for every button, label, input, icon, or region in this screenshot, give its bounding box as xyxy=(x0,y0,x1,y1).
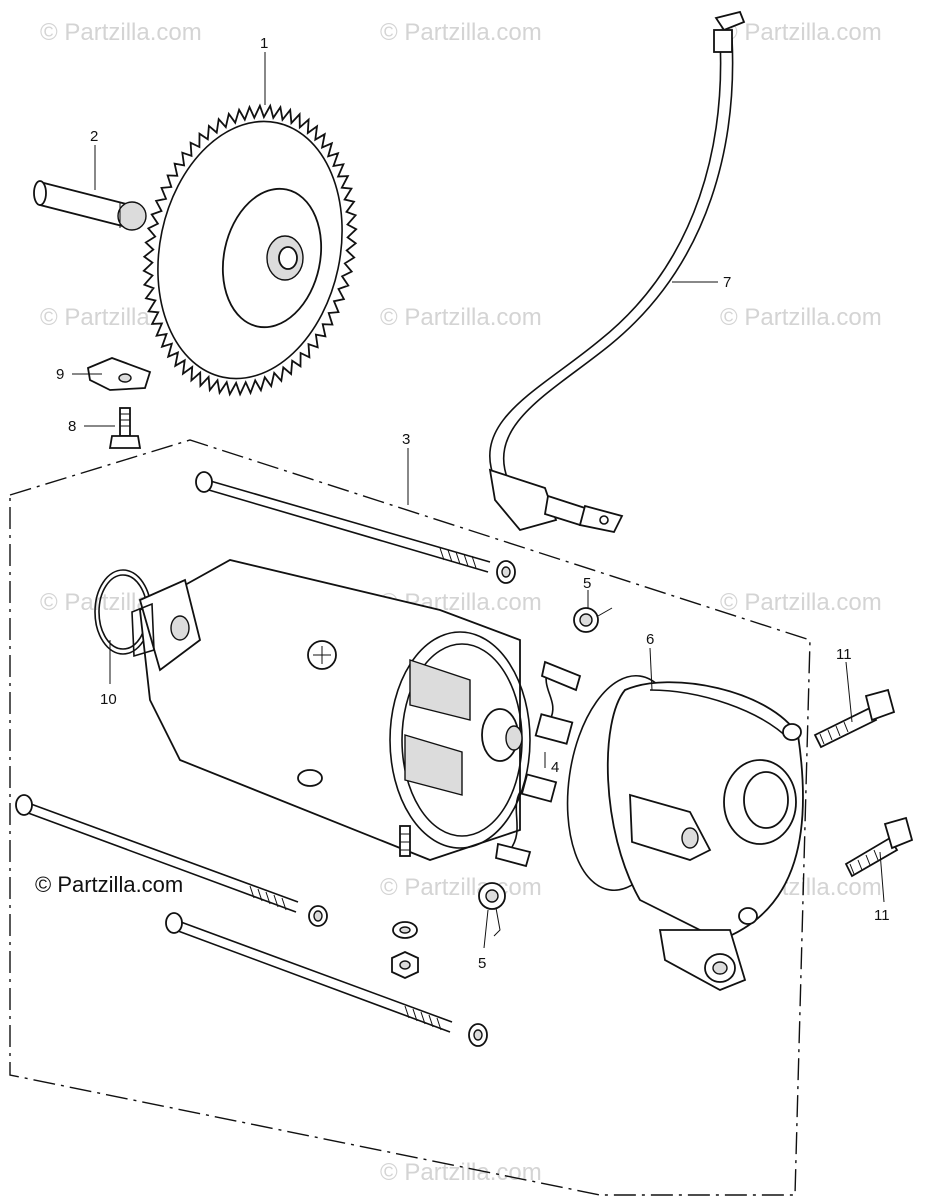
watermark: © Partzilla.com xyxy=(380,304,542,331)
assembly-boundary xyxy=(9,439,811,1196)
callout-5-lower: 5 xyxy=(478,955,486,972)
callout-5-upper: 5 xyxy=(583,575,591,592)
gear-shaft-part-2 xyxy=(33,180,147,231)
callout-6: 6 xyxy=(646,631,654,648)
watermark: © Partzilla.com xyxy=(380,19,542,46)
bolt-part-8 xyxy=(108,407,142,449)
callout-1: 1 xyxy=(260,35,268,52)
callout-2: 2 xyxy=(90,128,98,145)
callout-10: 10 xyxy=(100,691,117,708)
brush-set-part-4 xyxy=(494,660,582,868)
watermark: © Partzilla.com xyxy=(380,874,542,901)
starter-cable-part-7 xyxy=(488,10,746,534)
watermark: © Partzilla.com xyxy=(40,19,202,46)
copyright-label: © Partzilla.com xyxy=(35,872,183,897)
watermark: © Partzilla.com xyxy=(720,304,882,331)
watermark: © Partzilla.com xyxy=(720,589,882,616)
callout-3: 3 xyxy=(402,431,410,448)
starter-motor xyxy=(131,559,531,861)
callout-9: 9 xyxy=(56,366,64,383)
starter-gear-part-1 xyxy=(142,103,358,397)
watermark: © Partzilla.com xyxy=(720,19,882,46)
callout-labels: 1 2 3 4 5 5 6 7 8 9 10 11 11 xyxy=(56,35,890,972)
callout-11-upper: 11 xyxy=(836,646,852,663)
setting-plate-part-9 xyxy=(86,357,152,391)
flange-bolt-part-11 xyxy=(813,688,914,878)
callout-8: 8 xyxy=(68,418,76,435)
through-bolts-part-3 xyxy=(15,471,516,1047)
leader-lines xyxy=(72,52,885,949)
brush-spring-part-5 xyxy=(478,607,613,937)
callout-7: 7 xyxy=(723,274,731,291)
watermark: © Partzilla.com xyxy=(380,1159,542,1186)
callout-11-lower: 11 xyxy=(874,907,890,924)
front-cover-part-6 xyxy=(566,674,804,991)
callout-4: 4 xyxy=(551,759,559,776)
